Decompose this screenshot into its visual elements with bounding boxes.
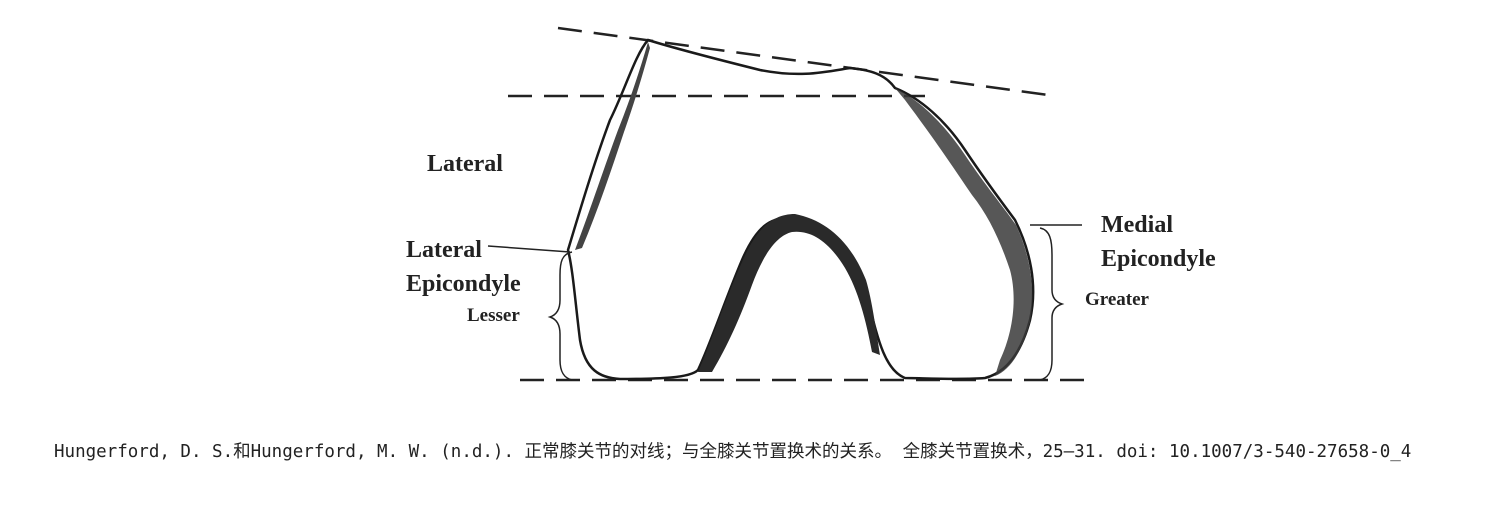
femur-outline xyxy=(566,38,1035,381)
lateral-epicondyle-label: Lateral Epicondyle xyxy=(406,237,521,297)
femur-diagram xyxy=(487,26,1092,382)
joint-line-dashed xyxy=(557,26,1049,97)
citation-caption: Hungerford, D. S.和Hungerford, M. W. (n.d… xyxy=(54,442,1412,462)
medial-cortex-shading xyxy=(895,88,1033,376)
lateral-label: Lateral xyxy=(427,151,503,177)
notch-shading xyxy=(698,214,880,372)
lateral-epicondyle-leader xyxy=(487,245,571,253)
lateral-cortex-shading xyxy=(575,42,650,250)
lesser-brace xyxy=(547,251,573,381)
knee-alignment-figure: Lateral Lateral Epicondyle Lesser Medial… xyxy=(406,26,1216,382)
greater-brace xyxy=(1039,227,1065,381)
greater-label: Greater xyxy=(1085,289,1149,310)
medial-epicondyle-label: Medial Epicondyle xyxy=(1101,212,1216,272)
lesser-label: Lesser xyxy=(467,305,520,326)
